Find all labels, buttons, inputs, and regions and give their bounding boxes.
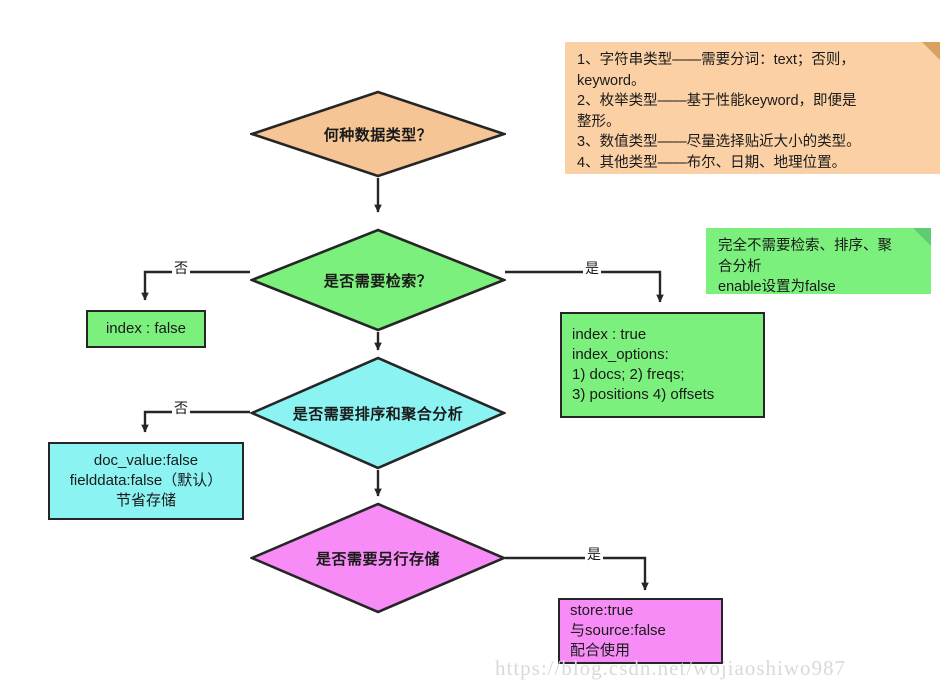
result-line: fielddata:false（默认） (69, 472, 223, 490)
decision-need-separate-store[interactable]: 是否需要另行存储 (250, 502, 506, 614)
result-line: 配合使用 (570, 641, 631, 659)
decision-label: 是否需要另行存储 (315, 550, 440, 568)
result-store-true[interactable]: store:true 与source:false 配合使用 (558, 598, 723, 664)
edge-store-yes (505, 556, 649, 591)
note-line: 4、其他类型——布尔、日期、地理位置。 (577, 154, 847, 171)
note-line: 1、字符串类型——需要分词：text；否则， (577, 52, 855, 68)
note-data-type: 1、字符串类型——需要分词：text；否则， keyword。 2、枚举类型——… (565, 42, 940, 174)
result-line: index : false (105, 320, 187, 338)
result-line: 与source:false (570, 622, 666, 640)
result-line: index_options: (572, 346, 669, 364)
watermark: https://blog.csdn.net/wojiaoshiwo987 (495, 656, 846, 680)
folded-corner-icon (922, 42, 940, 60)
diamond-shape (250, 228, 506, 332)
decision-label: 是否需要排序和聚合分析 (292, 405, 464, 423)
edge-label-search-no: 否 (172, 260, 190, 276)
diamond-shape (250, 90, 506, 178)
note-line: keyword。 (577, 72, 646, 89)
result-line: index : true (572, 326, 647, 344)
edge-label-search-yes: 是 (583, 260, 601, 276)
note-line: 3、数值类型——尽量选择贴近大小的类型。 (577, 134, 861, 151)
result-line: doc_value:false (93, 452, 199, 470)
decision-label: 何种数据类型？ (323, 126, 433, 144)
decision-label: 是否需要检索？ (323, 272, 433, 290)
edge-label-store-yes: 是 (585, 546, 603, 562)
edge-search-yes (505, 270, 664, 303)
note-line: 完全不需要检索、排序、聚 (718, 238, 892, 254)
decision-need-sort-agg[interactable]: 是否需要排序和聚合分析 (250, 356, 506, 470)
folded-corner-icon (913, 228, 931, 246)
note-line: 合分析 (718, 258, 762, 275)
edge-search-no (141, 270, 250, 301)
result-index-false[interactable]: index : false (86, 310, 206, 348)
note-line: 整形。 (577, 113, 621, 130)
result-index-true[interactable]: index : true index_options: 1) docs; 2) … (560, 312, 765, 418)
result-line: 1) docs; 2) freqs; (572, 366, 685, 383)
note-line: enable设置为false (718, 279, 836, 296)
result-doc-value-false[interactable]: doc_value:false fielddata:false（默认） 节省存储 (48, 442, 244, 520)
result-line: store:true (570, 602, 634, 620)
edge-label-sortagg-no: 否 (172, 400, 190, 416)
note-line: 2、枚举类型——基于性能keyword，即便是 (577, 93, 857, 110)
decision-data-type[interactable]: 何种数据类型？ (250, 90, 506, 178)
diamond-shape (250, 356, 506, 470)
note-no-search: 完全不需要检索、排序、聚 合分析 enable设置为false (706, 228, 931, 295)
diamond-shape (250, 502, 506, 614)
edge-sortagg-no (141, 410, 250, 433)
decision-need-search[interactable]: 是否需要检索？ (250, 228, 506, 332)
result-line: 3) positions 4) offsets (572, 385, 715, 403)
result-line: 节省存储 (115, 491, 176, 509)
